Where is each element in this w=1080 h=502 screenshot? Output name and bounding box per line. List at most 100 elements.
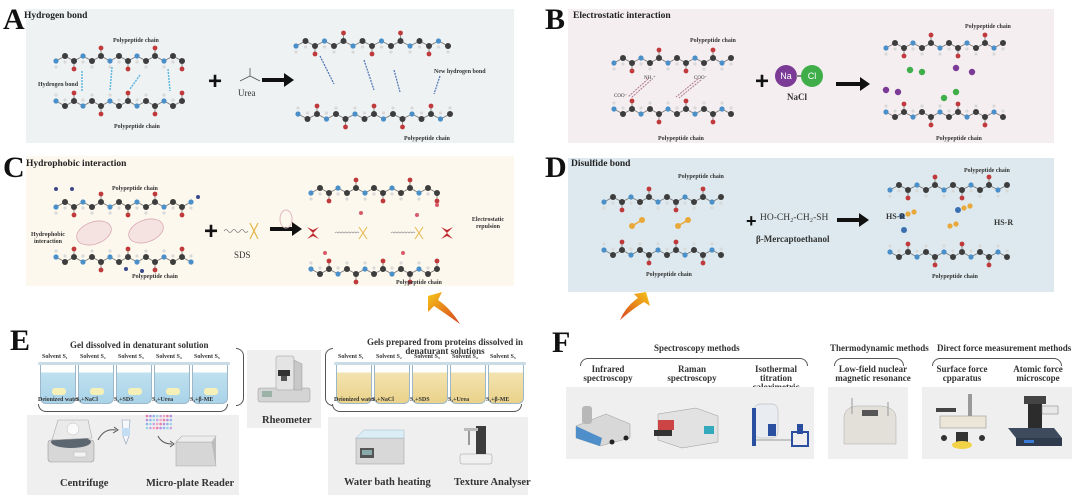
sodium-ion xyxy=(894,88,902,96)
hydrogen-atom xyxy=(54,211,58,215)
oxygen-atom xyxy=(932,262,938,268)
panel-b-before-chains: NH₃⁺COO⁻COO⁻ xyxy=(611,47,734,125)
panel-d-title: Disulfide bond xyxy=(571,159,631,169)
carbon-atom xyxy=(388,43,394,49)
nitrogen-atom xyxy=(941,187,947,193)
carbon-atom xyxy=(426,43,432,49)
charge-ion xyxy=(323,251,327,255)
carbon-atom xyxy=(331,43,337,49)
nitrogen-atom xyxy=(416,190,422,196)
method-lfnmr-label: Low-field nuclear magnetic resonance xyxy=(835,364,911,383)
oxygen-atom xyxy=(656,47,662,53)
hydrogen-atom xyxy=(639,106,643,110)
carbon-atom xyxy=(674,111,680,117)
carbon-atom xyxy=(125,254,131,260)
charge-ion xyxy=(435,203,439,207)
hydrogen-atom xyxy=(309,197,313,201)
hydrogen-atom xyxy=(996,194,1000,198)
oxygen-atom xyxy=(407,279,413,285)
hydrogen-atom xyxy=(408,50,412,54)
hydrogen-atom xyxy=(666,67,670,71)
carbon-atom xyxy=(314,111,320,117)
oxygen-atom xyxy=(683,68,689,74)
reaction-arrow xyxy=(262,73,294,87)
plate-well xyxy=(145,418,149,422)
hydrogen-atom xyxy=(336,192,340,196)
nitrogen-atom xyxy=(692,55,698,61)
oxygen-atom xyxy=(326,258,332,264)
panel-d-result-chain-top-label: Polypeptide chain xyxy=(964,168,1010,174)
carbon-atom xyxy=(946,114,952,120)
plate-reader-label: Micro-plate Reader xyxy=(146,478,235,489)
carbon-atom xyxy=(397,38,404,44)
hydrogen-atom xyxy=(1001,47,1005,51)
plate-well xyxy=(162,418,166,422)
reaction-arrow xyxy=(836,77,870,91)
hydrogen-atom xyxy=(1005,249,1009,253)
nitrogen-atom xyxy=(53,98,59,104)
nitrogen-atom xyxy=(80,199,86,205)
hydrogen-atom xyxy=(656,206,660,210)
rheometer-label: Rheometer xyxy=(262,415,312,426)
oxygen-atom xyxy=(380,198,386,204)
carbon-atom xyxy=(896,182,902,188)
hydrogen-atom xyxy=(296,106,300,110)
repulsion-chevron xyxy=(307,233,319,239)
sds-label: SDS xyxy=(234,250,251,260)
panel-a-before-chains xyxy=(53,45,185,117)
bond-line xyxy=(393,69,401,93)
carbon-atom xyxy=(610,252,616,258)
nitrogen-atom xyxy=(80,53,86,59)
atomic-force-microscope-icon xyxy=(1008,396,1062,446)
nitrogen-atom xyxy=(188,259,194,265)
carbon-atom xyxy=(905,187,911,193)
oxygen-atom xyxy=(901,53,907,59)
nitrogen-atom xyxy=(628,252,634,258)
bond-line xyxy=(414,226,424,240)
bond-line xyxy=(627,78,649,98)
panel-a-new-hbond-label: New hydrogen bond xyxy=(434,69,486,75)
carbon-atom xyxy=(683,60,689,66)
panel-b-chain-top-label: Polypeptide chain xyxy=(690,38,736,44)
nitrogen-atom xyxy=(134,199,140,205)
carbon-atom xyxy=(656,55,662,61)
hydrogen-atom xyxy=(621,106,625,110)
oxygen-atom xyxy=(343,124,348,130)
gel-beaker-4-icon xyxy=(448,362,488,404)
microplate-reader-icon xyxy=(175,435,217,467)
charge-ion xyxy=(359,211,363,215)
plus-sign: + xyxy=(204,218,219,245)
repulsion-chevron xyxy=(441,233,453,239)
hydrogen-atom xyxy=(390,192,394,196)
nitrogen-atom xyxy=(380,116,387,122)
oxygen-atom xyxy=(683,98,689,104)
panel-d-hsr-right-label: HS-R xyxy=(994,218,1014,227)
hydrogen-atom xyxy=(942,244,946,248)
carbon-atom xyxy=(986,182,992,188)
nitrogen-atom xyxy=(188,199,194,205)
nitrogen-atom xyxy=(80,103,86,109)
hydrogen-atom xyxy=(345,261,349,265)
nitrogen-atom xyxy=(378,38,385,44)
sulfur-atom xyxy=(953,221,959,227)
bracket-left xyxy=(38,404,228,412)
carbon-atom xyxy=(701,60,707,66)
hydrogen-atom xyxy=(621,62,625,66)
lf-nmr-icon xyxy=(843,398,897,445)
hydrogen-atom xyxy=(54,249,58,253)
hydrogen-atom xyxy=(294,50,298,54)
hydrogen-atom xyxy=(372,266,376,270)
oxygen-atom xyxy=(959,195,965,201)
hydrogen-atom xyxy=(389,50,393,54)
carbon-atom xyxy=(982,40,988,46)
oxygen-atom xyxy=(646,260,652,266)
hydrogen-atom xyxy=(448,106,452,110)
gel-piece-icon xyxy=(90,388,104,395)
panel-c-repulsion-label: Electrostatic repulsion xyxy=(471,217,505,230)
carbon-atom xyxy=(1004,254,1010,260)
carbon-atom xyxy=(901,109,907,115)
oxygen-atom xyxy=(619,239,625,245)
carbon-atom xyxy=(62,199,68,205)
panel-a-letter: A xyxy=(3,3,25,36)
solvent-desc-label: S₁+β-ME xyxy=(486,397,510,403)
